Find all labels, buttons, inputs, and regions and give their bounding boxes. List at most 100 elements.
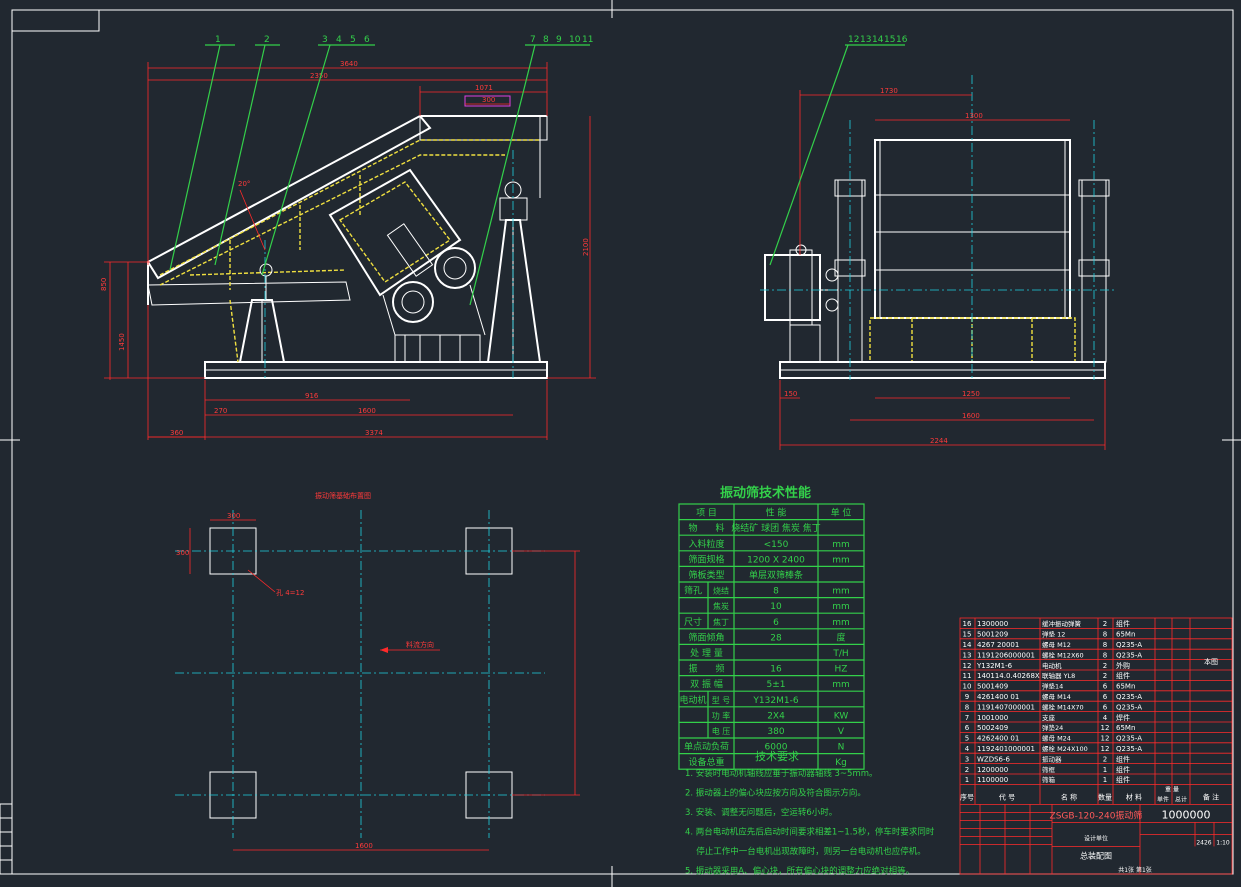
tech-row-sublabel: 焦丁	[713, 617, 729, 627]
tech-row-unit: Kg	[835, 758, 847, 768]
bom-header: 材 料	[1126, 792, 1142, 801]
bom-no: 3	[965, 755, 969, 763]
bom-header-right: 备 注	[1203, 792, 1219, 801]
side-dim-top2: 1300	[965, 112, 983, 120]
bom-code: 1300000	[977, 620, 1008, 628]
bom-qty: 1	[1103, 766, 1107, 774]
tech-row-sublabel: 烧结	[713, 586, 729, 596]
balloon-5: 5	[350, 35, 356, 45]
layout-title: 振动筛基础布置图	[315, 491, 371, 500]
bom-qty: 6	[1103, 693, 1108, 701]
bom-qty: 8	[1103, 641, 1107, 649]
bom-qty: 12	[1101, 735, 1110, 743]
tech-row-value: 380	[767, 727, 784, 737]
tech-row-unit: mm	[832, 587, 850, 597]
bom-material: Q235-A	[1116, 651, 1142, 659]
bom-no: 14	[963, 641, 972, 649]
tech-row-value: 5±1	[767, 680, 786, 690]
bom-material: 组件	[1116, 754, 1130, 763]
bom-note-side: 本图	[1204, 657, 1218, 666]
tech-req-item: 5. 振动器采用A、偏心块，所有偏心块的调整力应绝对相等。	[685, 866, 914, 877]
bom-name: 螺母 M12	[1042, 640, 1071, 649]
balloon-6: 6	[364, 35, 370, 45]
title-sub: 总装配图	[1080, 850, 1112, 860]
tech-row-unit: 度	[836, 631, 845, 643]
tech-row-unit: mm	[832, 540, 850, 550]
bom-name: 弹垫 12	[1042, 630, 1065, 639]
bom-name: 联轴器 YL8	[1042, 671, 1075, 680]
balloon-14: 14	[872, 35, 884, 45]
bom-name: 螺栓 M24X100	[1042, 744, 1088, 753]
vibrator-housing	[328, 168, 462, 297]
bom-qty: 2	[1103, 620, 1107, 628]
bom-header-right: 总计	[1175, 795, 1187, 803]
layout-dim-h: 300	[176, 549, 189, 557]
bom-material: Q235-A	[1116, 703, 1142, 711]
side-dim-bottom1: 1250	[962, 390, 980, 398]
bom-qty: 12	[1101, 724, 1110, 732]
dim-text-top2: 2350	[310, 72, 328, 80]
bom-material: Q235-A	[1116, 735, 1142, 743]
tech-row-label: 处 理 量	[690, 647, 723, 659]
bom-header: 数量	[1098, 792, 1112, 801]
tech-row-sublabel: 型 号	[712, 696, 731, 705]
bom-qty: 4	[1103, 714, 1108, 722]
tech-row-unit: mm	[832, 618, 850, 628]
tech-row-sublabel: 功 率	[712, 710, 731, 720]
tech-row-unit: V	[838, 727, 845, 737]
bom-material: Q235-A	[1116, 693, 1142, 701]
bom-material: 65Mn	[1116, 724, 1135, 732]
tech-row-unit: mm	[832, 602, 850, 612]
tech-requirements: 1. 安装时电动机轴线应垂于振动器轴线 3~5mm。2. 振动器上的偏心块应按方…	[685, 768, 935, 877]
balloon-2: 2	[264, 35, 270, 45]
bom-material: 组件	[1116, 619, 1130, 628]
bom-code: 140114.0.40268X	[977, 672, 1040, 680]
bom-qty: 2	[1103, 755, 1107, 763]
bom-qty: 12	[1101, 745, 1110, 753]
front-view: 3640 2350 1071 300 20° 850 1450 2100 916…	[100, 35, 596, 440]
bom-material: 焊件	[1116, 713, 1130, 722]
bom-qty: 1	[1103, 776, 1107, 784]
side-motor	[764, 254, 821, 321]
dim-text-bottom5: 360	[170, 429, 183, 437]
balloon-11: 11	[582, 35, 593, 45]
tech-row-label: 电动机	[679, 694, 706, 706]
front-leaders	[169, 44, 590, 306]
balloon-4: 4	[336, 35, 342, 45]
bom-code: 1191206000001	[977, 651, 1035, 659]
bom-code: 4262400 01	[977, 735, 1019, 743]
tech-row-value: 2X4	[767, 711, 785, 721]
tech-row-value: 1200 X 2400	[747, 555, 805, 565]
bom-code: 5001209	[977, 631, 1008, 639]
dim-text-angle: 20°	[238, 180, 250, 188]
dim-text-left2: 1450	[118, 333, 126, 351]
bom-code: 4261400 01	[977, 693, 1019, 701]
tech-row-value: 6	[773, 618, 779, 628]
tech-row-sublabel: 电 压	[712, 726, 731, 736]
tech-req-title: 技术要求	[755, 750, 799, 763]
tech-row-label: 振 频	[688, 663, 724, 675]
bom-name: 筛框	[1042, 765, 1056, 774]
tech-row-label: 物 料	[688, 522, 724, 534]
tech-row-value: 16	[770, 665, 782, 675]
motor-circle-2	[434, 247, 476, 289]
bom-name: 电动机	[1042, 661, 1062, 670]
tech-row-value: Y132M1-6	[752, 696, 798, 706]
bom-name: 螺栓 M12X60	[1042, 650, 1084, 659]
tech-row-value: 10	[770, 602, 782, 612]
tech-row-label: 筛孔	[684, 585, 702, 597]
bom-code: 1192401000001	[977, 745, 1035, 753]
side-dim-bottom2: 1600	[962, 412, 980, 420]
title-sheet: 共1张 第1张	[1118, 866, 1152, 874]
bom-no: 13	[963, 651, 972, 659]
bom-code: WZDS6-6	[977, 755, 1011, 763]
bom-qty: 8	[1103, 631, 1107, 639]
tech-row-value: 单层双筛棒条	[749, 569, 803, 581]
tech-row-label: 尺寸	[684, 616, 702, 628]
bom-qty: 2	[1103, 672, 1107, 680]
tech-table-border	[678, 503, 865, 770]
title-scale: 1:10	[1216, 839, 1230, 846]
tech-row-label: 单点动负荷	[684, 741, 729, 753]
